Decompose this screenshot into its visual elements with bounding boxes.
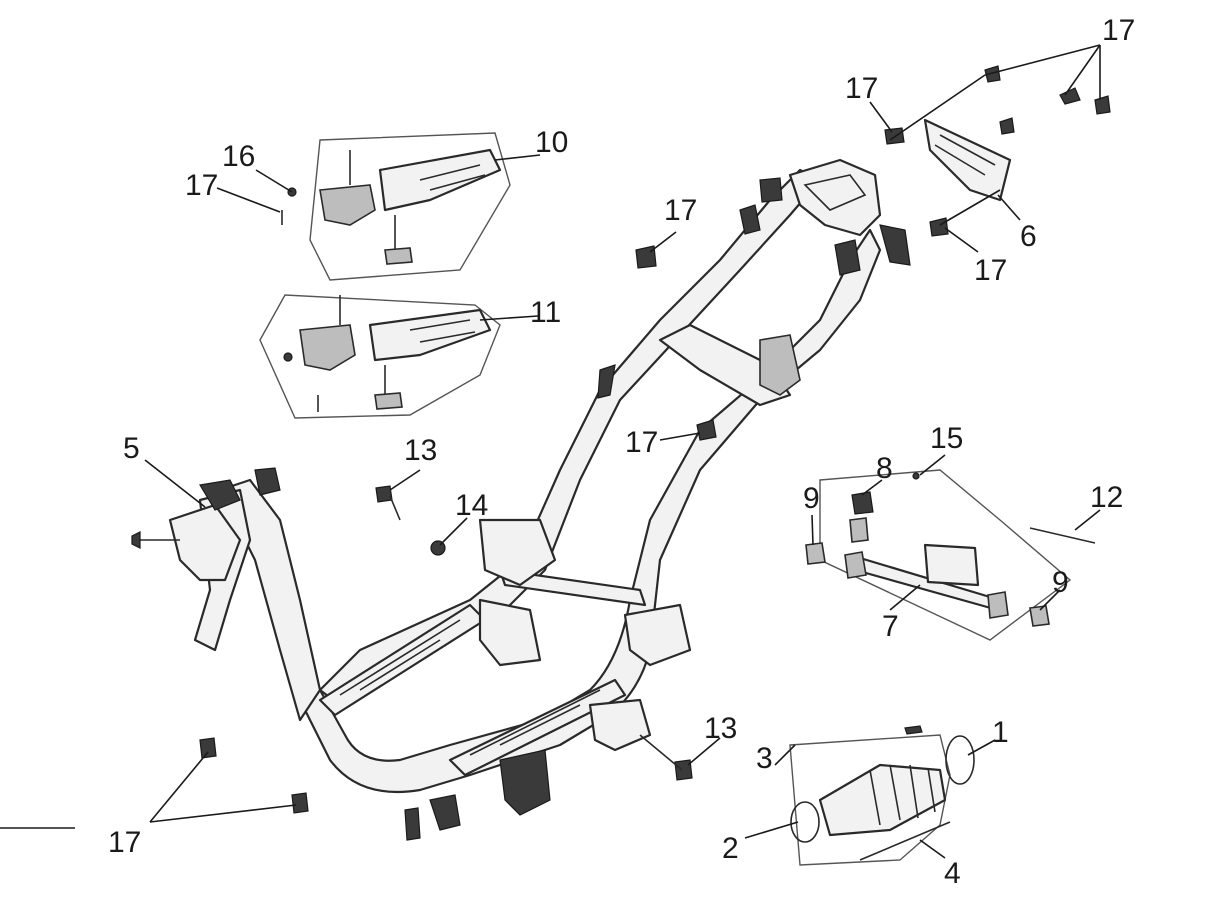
callout-14: 14 — [455, 489, 488, 522]
callout-11: 11 — [530, 296, 561, 329]
callout-13-lower: 13 — [704, 712, 737, 745]
footrest-assembly-11 — [259, 294, 501, 419]
callout-5: 5 — [123, 432, 140, 465]
callout-6: 6 — [1020, 220, 1037, 253]
callout-17-top: 17 — [845, 72, 878, 105]
callout-labels: 1 2 3 4 5 6 7 8 9 9 10 11 12 13 13 14 15… — [108, 14, 1135, 890]
callout-17-mid-top: 17 — [664, 194, 697, 227]
callout-4: 4 — [944, 857, 961, 890]
main-frame — [131, 158, 911, 841]
callout-9-left: 9 — [803, 482, 820, 515]
callout-9-right: 9 — [1052, 566, 1069, 599]
callout-17-left-top: 17 — [185, 169, 218, 202]
callout-3: 3 — [756, 742, 773, 775]
air-boot-assembly — [789, 725, 975, 866]
bolts — [199, 485, 693, 814]
engine-hanger-7 — [805, 469, 1096, 641]
callout-17-right: 17 — [974, 254, 1007, 287]
callout-16: 16 — [222, 140, 255, 173]
callout-17-bottom-left: 17 — [108, 826, 141, 859]
callout-12: 12 — [1090, 481, 1123, 514]
callout-13-upper: 13 — [404, 434, 437, 467]
footrest-assembly-10 — [281, 132, 511, 281]
callout-7: 7 — [882, 610, 899, 643]
callout-1: 1 — [992, 716, 1009, 749]
callout-2: 2 — [722, 832, 739, 865]
front-bracket-6 — [635, 65, 1111, 441]
callout-17-top-right: 17 — [1102, 14, 1135, 47]
callout-10: 10 — [535, 126, 568, 159]
leader-lines — [0, 44, 1101, 859]
callout-8: 8 — [876, 452, 893, 485]
callout-15: 15 — [930, 422, 963, 455]
callout-17-mid: 17 — [625, 426, 658, 459]
